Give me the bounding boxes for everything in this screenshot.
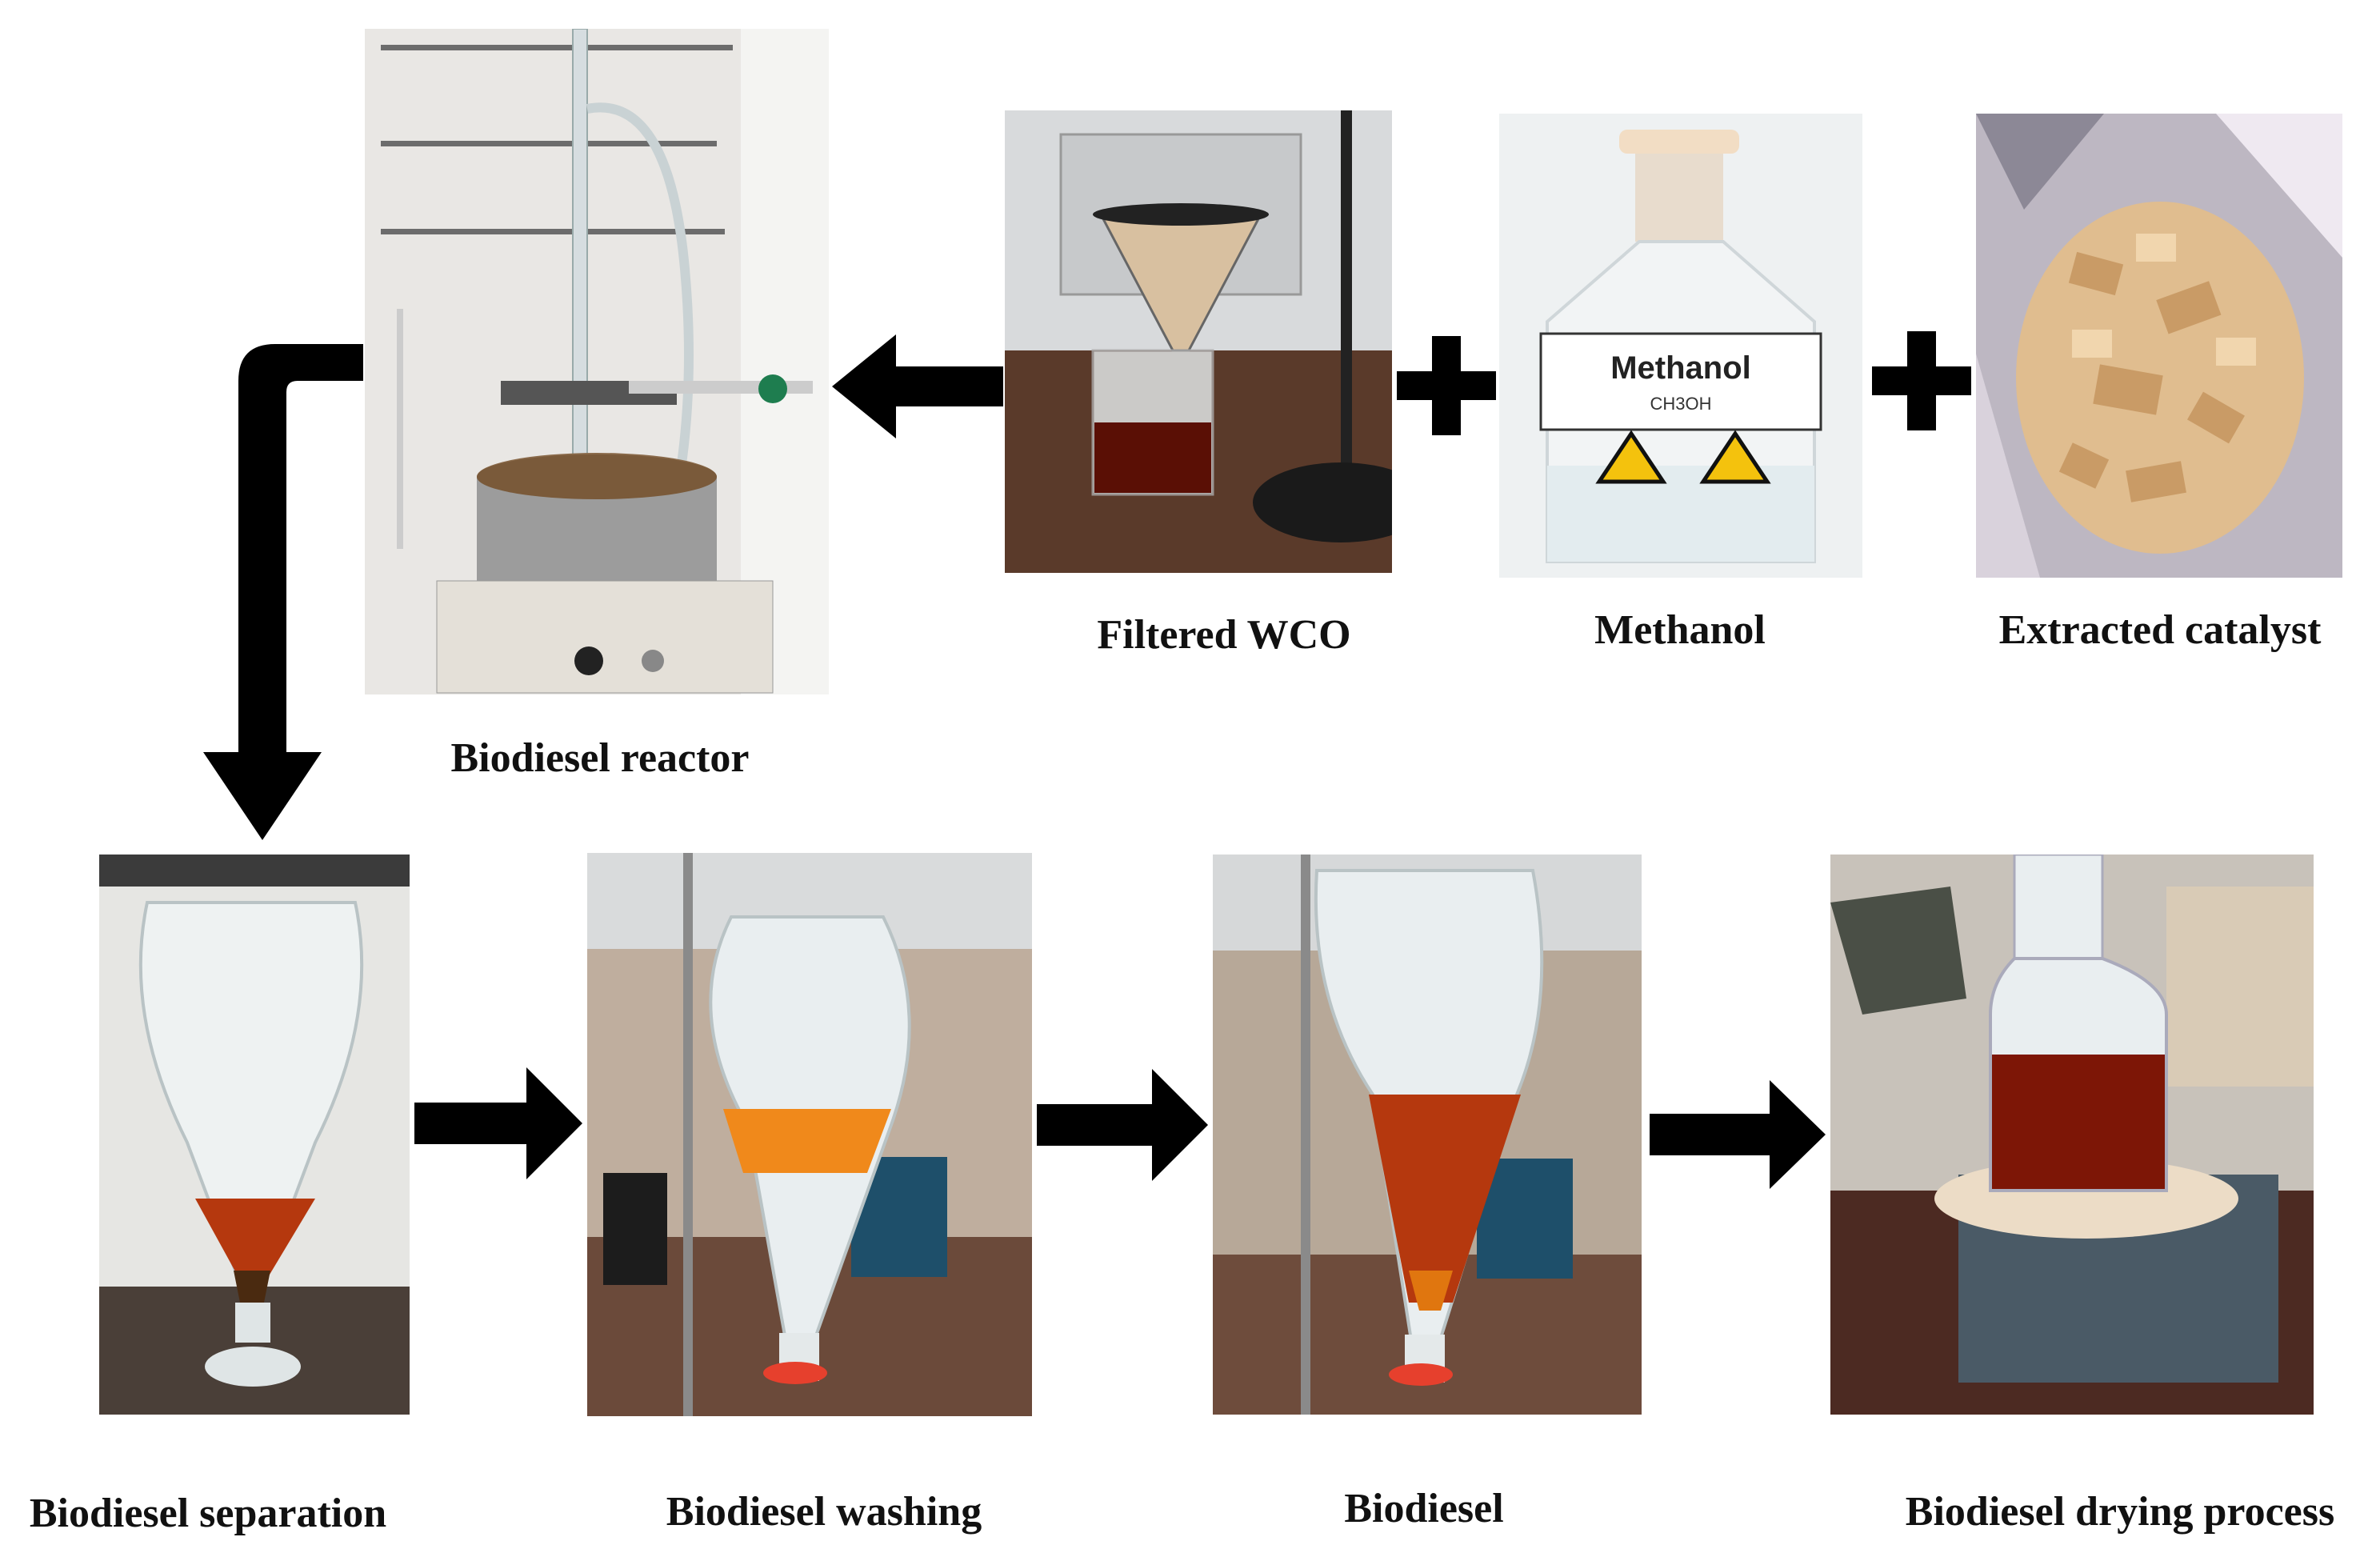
drying-photo	[1830, 855, 2314, 1415]
plus-icon-2	[1872, 331, 1971, 430]
caption-filtered-wco: Filtered WCO	[1097, 612, 1351, 658]
bottle-label-formula: CH3OH	[1650, 394, 1712, 414]
separation-photo	[99, 855, 410, 1415]
caption-biodiesel: Biodiesel	[1344, 1486, 1504, 1531]
washing-photo	[587, 853, 1032, 1416]
caption-methanol: Methanol	[1594, 607, 1766, 653]
reactor-photo	[365, 29, 829, 694]
arrow-right-icon-1	[414, 1067, 582, 1179]
extracted-catalyst-photo	[1976, 114, 2342, 578]
plus-icon-1	[1397, 336, 1496, 435]
filtered-wco-photo	[1005, 110, 1392, 573]
elbow-arrow-down-icon	[203, 344, 363, 840]
arrow-right-icon-3	[1650, 1080, 1826, 1189]
arrow-right-icon-2	[1037, 1069, 1208, 1181]
caption-reactor: Biodiesel reactor	[450, 735, 750, 781]
methanol-photo: Methanol CH3OH	[1499, 114, 1862, 578]
caption-separation: Biodiesel separation	[29, 1491, 387, 1536]
arrow-left-icon	[832, 334, 1003, 438]
biodiesel-photo	[1213, 855, 1642, 1415]
bottle-label-name: Methanol	[1610, 350, 1751, 386]
caption-drying: Biodiesel drying process	[1905, 1489, 2335, 1535]
caption-extracted-catalyst: Extracted catalyst	[1998, 607, 2322, 653]
caption-washing: Biodiesel washing	[666, 1489, 982, 1535]
